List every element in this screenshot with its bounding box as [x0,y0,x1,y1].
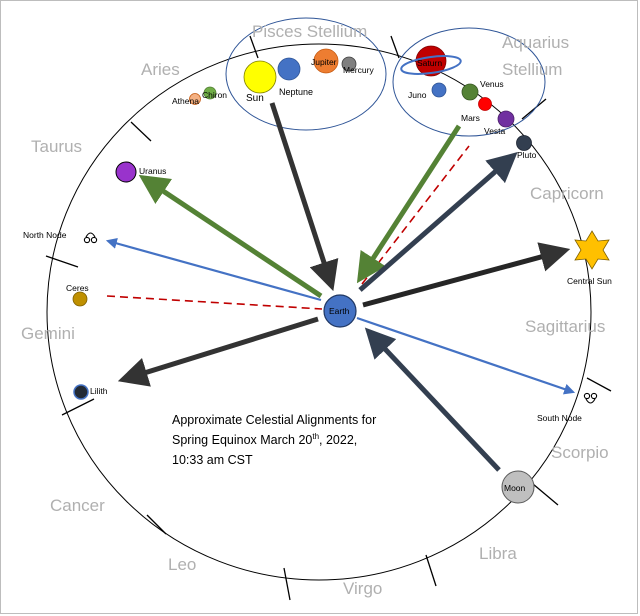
arrow-sun-to-earth [269,102,339,292]
neptune-label: Neptune [279,87,313,97]
pluto-body [516,135,532,151]
ceres-body [72,291,88,307]
arrow-earth-to-south-node [356,316,576,395]
divider-libra-scorpio [532,483,559,506]
dashed-line-ceres [106,295,323,310]
moon-label: Moon [504,483,526,493]
athena-label: Athena [172,96,199,106]
arrow-earth-to-uranus [138,174,323,299]
divider-virgo-libra [425,554,437,587]
divider-taurus-gemini [45,255,79,268]
sign-aries: Aries [141,60,180,79]
chiron-body [203,86,217,100]
caption-line3: 10:33 am CST [172,453,253,467]
arrow-saturn-to-earth [356,124,462,284]
north-node-label: North Node [23,230,67,240]
sun-body [243,60,277,94]
caption-line2-sup: th [312,432,319,441]
dashed-line-mars [361,145,470,285]
sign-virgo: Virgo [343,579,382,598]
venus-body [461,83,479,101]
juno-body [431,82,447,98]
uranus-body [115,161,137,183]
sign-leo: Leo [168,555,196,574]
lilith-body [73,384,89,400]
central-sun-label: Central Sun [567,276,612,286]
venus-label: Venus [480,79,504,89]
saturn-label: Saturn [417,58,442,68]
sign-sagittarius: Sagittarius [525,317,605,336]
south-node-icon [583,392,598,404]
sign-scorpio: Scorpio [551,443,609,462]
mercury-label: Mercury [343,65,374,75]
moon-body [501,470,535,504]
sign-libra: Libra [479,544,517,563]
lilith-label: Lilith [90,386,108,396]
vesta-label: Vesta [484,126,506,136]
divider-cancer-leo [146,514,167,535]
mars-label: Mars [461,113,480,123]
sign-aquarius-line2: Stellium [502,60,562,79]
divider-pisces-aries [249,35,259,59]
sign-pisces: Pisces Stellium [252,22,367,41]
saturn-rings [400,55,462,75]
earth-body [323,294,357,328]
sign-capricorn: Capricorn [530,184,604,203]
aquarius-stellium-outline [392,27,546,137]
divider-leo-virgo [283,567,291,601]
sun-label: Sun [246,93,264,104]
pisces-stellium-outline [225,17,387,131]
sign-taurus: Taurus [31,137,82,156]
neptune-body [277,57,301,81]
divider-gemini-cancer [61,398,95,416]
divider-capricorn-aquarius [521,98,547,120]
chiron-label: Chiron [202,90,227,100]
divider-scorpio-sagittarius [586,377,612,392]
sign-gemini: Gemini [21,324,75,343]
sign-aquarius-line1: Aquarius [502,33,569,52]
south-node-label: South Node [537,413,582,423]
earth-label: Earth [329,306,350,316]
caption-line1: Approximate Celestial Alignments for [172,413,376,427]
vesta-body [497,110,515,128]
arrow-earth-to-lilith [117,316,319,387]
pluto-label: Pluto [517,150,537,160]
zodiac-circle [46,43,592,581]
mercury-body [341,56,357,72]
ceres-label: Ceres [66,283,89,293]
mars-body [478,97,492,111]
arrow-earth-to-north-node [105,238,322,302]
jupiter-label: Jupiter [311,57,337,67]
divider-aquarius-pisces [390,35,400,59]
arrow-earth-to-pluto [358,152,518,292]
caption-line2-suffix: , 2022, [319,433,357,447]
juno-label: Juno [408,90,427,100]
sign-cancer: Cancer [50,496,105,515]
central-sun-body [574,230,610,270]
athena-body [189,93,201,105]
caption-line2-prefix: Spring Equinox March 20 [172,433,312,447]
jupiter-body [313,48,339,74]
divider-aries-taurus [130,121,152,142]
arrow-moon-to-earth [364,327,501,472]
uranus-label: Uranus [139,166,166,176]
sign-dividers [45,35,612,601]
north-node-icon [83,232,98,244]
arrow-earth-to-central-sun [362,242,571,308]
caption-line2: Spring Equinox March 20th, 2022, [172,432,357,447]
